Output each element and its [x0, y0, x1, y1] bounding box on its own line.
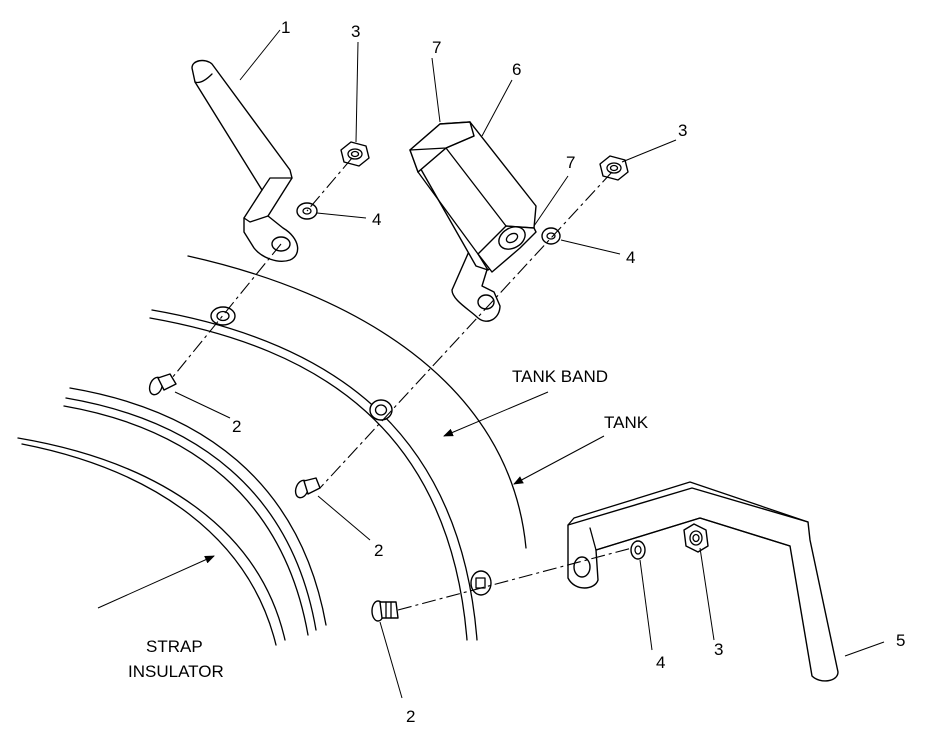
bracket-5 [567, 481, 839, 682]
callout-1: 1 [281, 18, 290, 37]
band-hole-bottom [470, 570, 492, 596]
callout-3-left: 3 [351, 22, 360, 41]
label-tank: TANK [604, 413, 649, 432]
bolt-2-middle [294, 477, 321, 499]
bolt-2-top [148, 373, 177, 396]
washer-4-right [541, 227, 561, 245]
bolt-2-bottom [371, 600, 399, 622]
centerline-right [319, 171, 613, 489]
callout-3-bottom: 3 [714, 640, 723, 659]
callout-7-bottom: 7 [566, 153, 575, 172]
callout-4-right: 4 [626, 248, 635, 267]
strap-insulator [17, 387, 327, 646]
callout-6: 6 [512, 60, 521, 79]
callout-3-right: 3 [678, 121, 687, 140]
band-hole-top [210, 306, 236, 326]
nut-3-right [599, 155, 629, 181]
nut-3-left [340, 141, 370, 167]
tank-band [149, 309, 478, 641]
centerline-left-lower [171, 243, 282, 379]
tank-outline [187, 255, 527, 549]
callout-2-middle: 2 [374, 541, 383, 560]
callout-2-bottom: 2 [406, 707, 415, 726]
nut-3-bottom [683, 523, 709, 553]
callout-5: 5 [896, 631, 905, 650]
centerline-bottom [397, 547, 633, 611]
leader-lines [97, 29, 885, 699]
callout-4-left: 4 [372, 210, 381, 229]
callout-7-top: 7 [432, 38, 441, 57]
washer-4-bottom [630, 540, 646, 560]
label-insulator: INSULATOR [128, 662, 224, 681]
insulator-cap-bottom [477, 225, 537, 273]
label-strap: STRAP [146, 637, 203, 656]
label-tank-band: TANK BAND [512, 367, 608, 386]
callout-4-bottom: 4 [656, 653, 665, 672]
bracket-1 [191, 59, 299, 262]
centerline-left-upper [306, 157, 353, 212]
callout-2-top: 2 [232, 417, 241, 436]
insulator-cap-top [409, 121, 475, 173]
band-hole-middle [369, 399, 393, 421]
